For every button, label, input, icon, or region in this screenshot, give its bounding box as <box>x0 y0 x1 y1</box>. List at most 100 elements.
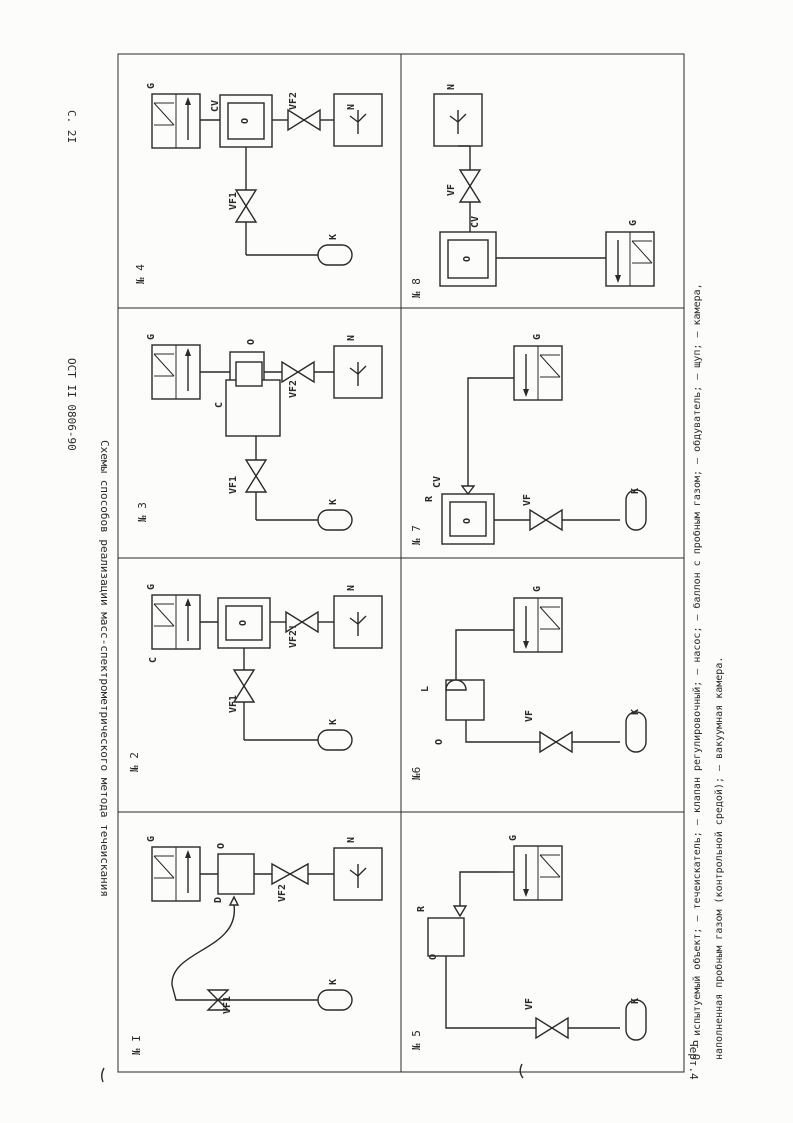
scheme-label: № 8 <box>410 278 423 298</box>
gas-cylinder-icon <box>317 509 353 531</box>
scheme-5: № 5 O R G VF K <box>410 835 647 1050</box>
svg-text:G: G <box>146 584 157 590</box>
gas-line <box>445 956 620 1029</box>
svg-text:G: G <box>146 836 157 842</box>
svg-text:N: N <box>346 837 357 843</box>
pump-icon <box>333 93 383 147</box>
svg-text:L: L <box>420 686 431 692</box>
svg-text:O: O <box>462 518 473 524</box>
leak-detector-icon <box>151 344 201 400</box>
svg-text:O: O <box>240 118 251 124</box>
gas-cylinder-icon <box>625 489 647 531</box>
blower-hood-icon <box>445 679 467 691</box>
sniffer-line <box>467 377 514 494</box>
vacuum-chamber-icon <box>439 231 497 287</box>
svg-text:G: G <box>532 334 543 340</box>
scheme-6: №6 O L G VF K <box>410 586 647 780</box>
svg-text:VF: VF <box>522 494 533 506</box>
page-number: С. 2I <box>65 110 78 143</box>
svg-text:VF1: VF1 <box>228 695 239 713</box>
svg-text:C: C <box>148 657 159 663</box>
doc-code: ОСТ II 0806-90 <box>65 358 78 451</box>
test-object-box <box>427 917 465 957</box>
valve-icon <box>281 360 315 384</box>
page-title: Схемы способов реализации масс-спектроме… <box>98 440 111 897</box>
test-object-box <box>235 361 263 387</box>
valve-icon <box>529 508 563 532</box>
svg-text:CV: CV <box>210 100 221 112</box>
figure-caption: Черт.4 <box>687 1040 700 1080</box>
svg-text:G: G <box>628 220 639 226</box>
vacuum-chamber-icon <box>217 597 271 649</box>
gas-cylinder-icon <box>625 711 647 753</box>
scheme-8: № 8 N VF CV O G <box>410 84 655 298</box>
svg-text:CV: CV <box>432 476 443 488</box>
svg-text:K: K <box>328 979 339 985</box>
sniffer-probe-icon <box>228 895 240 906</box>
leak-detector-icon <box>151 93 201 149</box>
svg-text:K: K <box>328 499 339 505</box>
gas-cylinder-icon <box>625 999 647 1041</box>
valve-icon <box>287 108 321 132</box>
leak-detector-icon <box>513 597 563 653</box>
scheme-4: № 4 G CV O VF2 N VF1 <box>134 83 383 284</box>
valve-icon <box>244 459 268 493</box>
svg-text:VF2: VF2 <box>288 92 299 110</box>
valve-icon <box>458 169 482 203</box>
sniffer-hose <box>171 904 262 1001</box>
svg-text:VF2: VF2 <box>277 884 288 902</box>
valve-icon <box>539 730 573 754</box>
valve-icon <box>271 862 309 886</box>
svg-text:N: N <box>446 84 457 90</box>
svg-text:G: G <box>508 835 519 841</box>
svg-text:VF2!: VF2! <box>288 624 299 648</box>
valve-icon <box>232 669 256 703</box>
scheme-label: № 3 <box>136 502 149 522</box>
svg-text:VF: VF <box>524 710 535 722</box>
svg-text:N: N <box>346 104 357 110</box>
leak-detector-icon <box>151 594 201 650</box>
svg-text:VF: VF <box>446 184 457 196</box>
svg-text:D: D <box>213 897 224 903</box>
gas-cylinder-icon <box>317 989 353 1011</box>
svg-text:K: K <box>328 234 339 240</box>
scan-mark <box>519 1063 524 1079</box>
svg-text:G: G <box>146 83 157 89</box>
gas-cylinder-icon <box>317 729 353 751</box>
svg-text:VF1: VF1 <box>228 476 239 494</box>
svg-text:O: O <box>462 256 473 262</box>
svg-text:G: G <box>532 586 543 592</box>
scheme-label: № 4 <box>134 264 147 284</box>
svg-text:R: R <box>416 905 427 912</box>
scheme-label: № 5 <box>410 1030 423 1050</box>
pump-icon <box>333 847 383 901</box>
leak-detector-icon <box>513 845 563 901</box>
legend-line-2: наполненная пробным газом (контрольной с… <box>713 657 725 1060</box>
blower-icon <box>452 905 468 918</box>
scheme-label: № I <box>130 1035 143 1055</box>
svg-text:K: K <box>630 488 641 494</box>
test-chamber-icon <box>225 379 281 437</box>
svg-text:G: G <box>146 334 157 340</box>
svg-text:VF1: VF1 <box>222 996 233 1014</box>
scan-mark <box>101 1067 105 1083</box>
scheme-7: № 7 R CV O G VF K <box>410 334 647 545</box>
scheme-2: № 2 G C O VF2! N VF <box>128 584 383 772</box>
svg-text:CV: CV <box>470 216 481 228</box>
scheme-grid <box>117 53 685 1073</box>
scheme-label: № 7 <box>410 525 423 545</box>
valve-icon <box>206 989 230 1011</box>
pump-icon <box>333 345 383 399</box>
sniffer-line <box>455 629 514 680</box>
svg-text:K: K <box>328 719 339 725</box>
svg-text:C: C <box>214 402 225 408</box>
legend-line-1: О – испытуемый объект; – течеискатель; –… <box>691 283 703 1060</box>
svg-text:VF1: VF1 <box>228 192 239 210</box>
svg-text:O: O <box>434 739 445 745</box>
scheme-1: № I G O D VF2 N <box>130 836 383 1055</box>
scheme-label: № 2 <box>128 752 141 772</box>
svg-text:VF2: VF2 <box>288 380 299 398</box>
svg-text:K: K <box>630 998 641 1004</box>
blower-line <box>459 871 500 914</box>
svg-text:R: R <box>424 495 435 502</box>
